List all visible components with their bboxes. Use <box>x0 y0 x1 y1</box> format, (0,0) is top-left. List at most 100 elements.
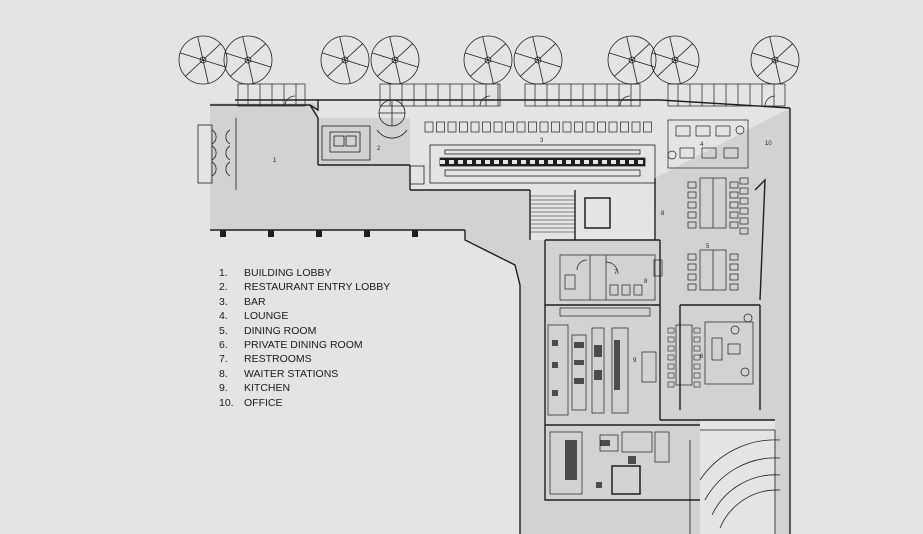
legend-number: 10. <box>219 396 234 409</box>
stairs <box>530 195 575 233</box>
tree-icon <box>750 35 800 85</box>
kitchen-dense-equipment <box>552 340 636 488</box>
structural-columns <box>220 230 418 237</box>
legend-number: 4. <box>219 310 228 323</box>
chair <box>667 381 675 388</box>
tree-icon <box>370 35 420 85</box>
booth-seat <box>739 197 749 205</box>
tree-icon <box>320 35 370 85</box>
chair <box>667 345 675 352</box>
chair <box>667 363 675 370</box>
bar-stool <box>459 121 468 133</box>
bar-stool <box>424 121 434 133</box>
curved-seating <box>689 429 781 534</box>
tree-icon <box>178 35 228 85</box>
bar-stool <box>597 121 606 133</box>
legend-item: 4. LOUNGE <box>219 309 390 323</box>
trees <box>178 35 800 85</box>
legend-label: RESTROOMS <box>244 353 312 366</box>
bar-stool <box>528 121 537 133</box>
bar-stool <box>608 121 618 133</box>
room-label-10: 10 <box>765 141 772 147</box>
chair <box>693 354 701 361</box>
room-label-7: 7 <box>614 270 618 276</box>
chair <box>693 336 701 343</box>
legend-number: 3. <box>219 295 228 308</box>
legend-item: 10. OFFICE <box>219 396 390 410</box>
chair <box>667 327 675 334</box>
chair <box>693 372 701 379</box>
legend-label: DINING ROOM <box>244 324 317 337</box>
outer-walls <box>210 99 791 534</box>
room-label-5: 5 <box>706 244 710 250</box>
room-label-1: 1 <box>273 158 277 164</box>
legend-label: OFFICE <box>244 396 283 409</box>
legend-label: KITCHEN <box>244 382 291 395</box>
legend-number: 6. <box>219 338 228 351</box>
booth-seat <box>739 227 749 235</box>
room-label-8b: 8 <box>644 279 648 285</box>
facade-bays <box>237 83 786 107</box>
chair <box>667 354 675 361</box>
legend-label: WAITER STATIONS <box>244 367 339 380</box>
bar-stool <box>436 121 445 133</box>
bar-stool <box>516 121 526 133</box>
room-label-9: 9 <box>633 358 637 364</box>
bar-counter <box>409 144 656 185</box>
elevator <box>584 197 611 229</box>
bar-stool <box>482 121 491 133</box>
entry-lobby <box>321 99 408 161</box>
legend-label: LOUNGE <box>244 310 289 323</box>
tree-icon <box>463 35 513 85</box>
lobby-entrance <box>197 118 237 190</box>
bar-stool <box>643 121 652 133</box>
legend-item: 3. BAR <box>219 295 390 309</box>
chair <box>693 327 701 334</box>
bar-stool <box>493 121 503 133</box>
private-dining-chairs <box>667 327 701 388</box>
floor-areas <box>210 103 790 534</box>
room-label-4: 4 <box>700 142 704 148</box>
room-label-3: 3 <box>540 138 544 144</box>
booth-seat <box>739 217 749 225</box>
dining-room-tables <box>687 177 749 291</box>
legend-number: 1. <box>219 267 228 279</box>
legend-label: RESTAURANT ENTRY LOBBY <box>244 281 391 294</box>
chair <box>693 363 701 370</box>
legend-item: 5. DINING ROOM <box>219 324 390 338</box>
tree-icon <box>607 35 657 85</box>
legend-item: 7. RESTROOMS <box>219 352 390 366</box>
legend-item: 8. WAITER STATIONS <box>219 367 390 381</box>
legend-number: 5. <box>219 324 228 337</box>
bar-stools <box>424 121 652 164</box>
chair <box>667 372 675 379</box>
bar-stool <box>447 121 457 133</box>
dining-table <box>687 177 739 229</box>
legend-item: 6. PRIVATE DINING ROOM <box>219 338 390 352</box>
bar-stool <box>551 121 560 133</box>
room-labels: 1 2 3 4 5 6 7 8 8 9 10 <box>273 138 772 364</box>
tree-icon <box>650 35 700 85</box>
legend-label: PRIVATE DINING ROOM <box>244 338 363 351</box>
booth-seat <box>739 187 749 195</box>
lounge-furniture <box>667 119 749 169</box>
private-dining-room <box>675 313 754 386</box>
tree-icon <box>513 35 563 85</box>
restrooms <box>559 254 663 301</box>
legend-number: 7. <box>219 353 228 366</box>
legend-number: 9. <box>219 382 228 395</box>
room-label-6: 6 <box>700 354 704 360</box>
bar-stool <box>585 121 595 133</box>
chair <box>693 345 701 352</box>
legend-item: 9. KITCHEN <box>219 381 390 395</box>
bar-stool <box>562 121 572 133</box>
room-label-2: 2 <box>377 146 381 152</box>
legend-label: BAR <box>244 295 266 308</box>
room-label-8a: 8 <box>661 211 665 217</box>
bar-stool <box>631 121 641 133</box>
bar-stool <box>470 121 480 133</box>
legend-number: 8. <box>219 367 228 380</box>
booth-seat <box>739 207 749 215</box>
